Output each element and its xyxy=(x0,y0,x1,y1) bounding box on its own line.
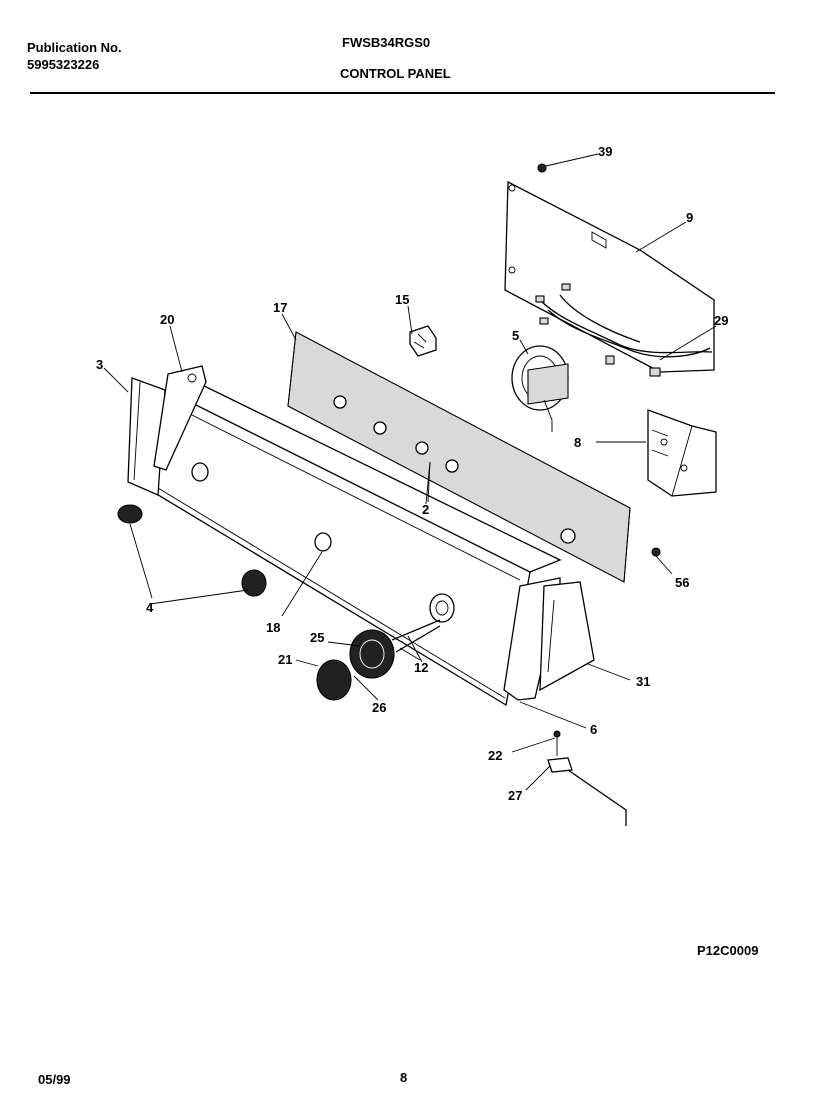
right-bracket xyxy=(539,581,595,692)
callout-31: 31 xyxy=(636,674,650,689)
screw xyxy=(537,163,547,173)
timer-dial xyxy=(349,629,395,679)
screw xyxy=(651,547,661,557)
callout-39: 39 xyxy=(598,144,612,159)
timer-knob xyxy=(316,659,352,701)
callout-17: 17 xyxy=(273,300,287,315)
callout-9: 9 xyxy=(686,210,693,225)
header-rule xyxy=(30,92,775,94)
leader-lines xyxy=(103,153,717,791)
figure-code: P12C0009 xyxy=(697,943,759,958)
wire-harness xyxy=(535,283,713,377)
callout-5: 5 xyxy=(512,328,519,343)
selector-switch xyxy=(647,409,717,497)
control-board xyxy=(287,331,631,583)
callout-2: 2 xyxy=(422,502,429,517)
left-bracket xyxy=(153,365,207,471)
page-number: 8 xyxy=(400,1070,408,1085)
callout-25: 25 xyxy=(310,630,324,645)
callout-18: 18 xyxy=(266,620,280,635)
section-title: CONTROL PANEL xyxy=(340,66,451,81)
revision-date: 05/99 xyxy=(38,1072,71,1087)
callout-8: 8 xyxy=(574,435,581,450)
terminal-block xyxy=(409,325,437,357)
timer-motor xyxy=(511,345,569,432)
callout-12: 12 xyxy=(414,660,428,675)
mounting-bracket xyxy=(504,180,715,373)
lamp-socket xyxy=(547,730,627,826)
callout-20: 20 xyxy=(160,312,174,327)
small-knob xyxy=(241,569,267,597)
model-number: FWSB34RGS0 xyxy=(342,35,431,50)
callout-29: 29 xyxy=(714,313,728,328)
callout-21: 21 xyxy=(278,652,292,667)
callout-3: 3 xyxy=(96,357,103,372)
callout-56: 56 xyxy=(675,575,689,590)
publication-number: 5995323226 xyxy=(27,57,100,72)
callout-6: 6 xyxy=(590,722,597,737)
callout-27: 27 xyxy=(508,788,522,803)
small-knob xyxy=(117,504,143,524)
callout-26: 26 xyxy=(372,700,386,715)
callout-15: 15 xyxy=(395,292,409,307)
callout-22: 22 xyxy=(488,748,502,763)
publication-label: Publication No. xyxy=(27,40,122,55)
callout-4: 4 xyxy=(146,600,154,615)
